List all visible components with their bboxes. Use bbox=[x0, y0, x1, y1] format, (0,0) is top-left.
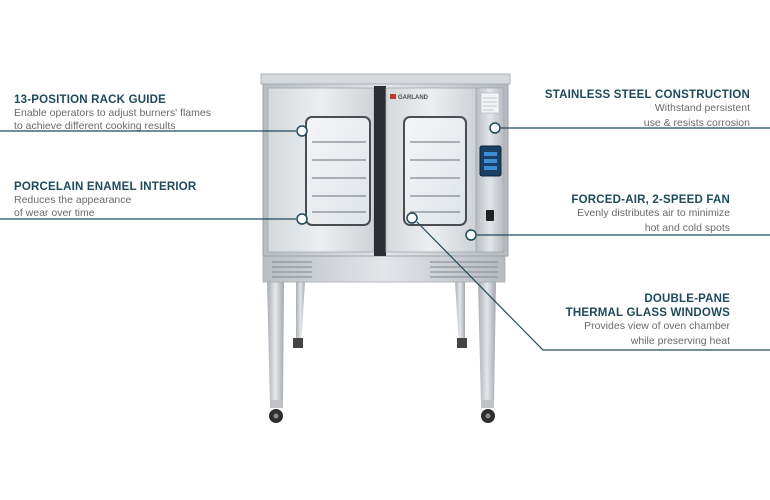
glass-desc-line1: Provides view of oven chamber bbox=[584, 320, 730, 332]
feature-stainless: STAINLESS STEEL CONSTRUCTION Withstand p… bbox=[545, 89, 750, 130]
stainless-marker bbox=[489, 122, 501, 134]
front-right-leg bbox=[478, 282, 496, 405]
glass-title-line1: DOUBLE-PANE bbox=[644, 293, 730, 305]
glass-title-line2: THERMAL GLASS WINDOWS bbox=[565, 307, 730, 319]
porcelain-marker bbox=[296, 213, 308, 225]
brand-logo: GARLAND bbox=[398, 95, 429, 101]
left-oven-racks bbox=[312, 141, 366, 213]
stainless-desc-line1: Withstand persistent bbox=[654, 102, 750, 114]
right-vent bbox=[430, 261, 498, 278]
front-left-foot bbox=[270, 400, 283, 408]
rack-guide-marker bbox=[296, 125, 308, 137]
oven-top bbox=[260, 73, 511, 85]
fan-marker bbox=[465, 229, 477, 241]
front-left-leg bbox=[267, 282, 284, 405]
rack-guide-desc-line1: Enable operators to adjust burners' flam… bbox=[14, 107, 211, 119]
control-panel bbox=[475, 87, 505, 253]
back-left-leg bbox=[296, 282, 305, 345]
feature-porcelain: PORCELAIN ENAMEL INTERIOR Reduces the ap… bbox=[14, 181, 196, 220]
callout-lines bbox=[0, 127, 770, 351]
stainless-desc-line2: use & resists corrosion bbox=[643, 117, 750, 129]
feature-glass: DOUBLE-PANE THERMAL GLASS WINDOWS Provid… bbox=[566, 293, 730, 348]
porcelain-title: PORCELAIN ENAMEL INTERIOR bbox=[14, 181, 197, 193]
front-right-foot bbox=[481, 400, 494, 408]
fan-title: FORCED-AIR, 2-SPEED FAN bbox=[571, 194, 730, 206]
base-skirt bbox=[262, 253, 506, 283]
glass-marker bbox=[406, 212, 418, 224]
back-right-caster bbox=[457, 338, 467, 348]
right-door: GARLAND bbox=[385, 87, 477, 253]
left-door bbox=[267, 87, 375, 253]
door-handle[interactable] bbox=[374, 86, 386, 256]
back-right-leg bbox=[455, 282, 465, 345]
feature-rack-guide: 13-POSITION RACK GUIDE Enable operators … bbox=[14, 94, 211, 133]
right-door-window bbox=[403, 116, 467, 226]
rack-guide-title: 13-POSITION RACK GUIDE bbox=[14, 94, 167, 106]
porcelain-desc-line1: Reduces the appearance bbox=[14, 194, 132, 206]
fan-desc-line1: Evenly distributes air to minimize bbox=[577, 207, 730, 219]
right-oven-racks bbox=[410, 141, 460, 213]
legs bbox=[267, 282, 496, 423]
glass-desc-line2: while preserving heat bbox=[630, 335, 730, 347]
feature-fan: FORCED-AIR, 2-SPEED FAN Evenly distribut… bbox=[571, 194, 730, 235]
stainless-title: STAINLESS STEEL CONSTRUCTION bbox=[544, 89, 750, 101]
fan-desc-line2: hot and cold spots bbox=[644, 222, 730, 234]
left-door-window bbox=[305, 116, 371, 226]
rack-guide-desc-line2: to achieve different cooking results bbox=[14, 120, 176, 132]
left-vent bbox=[272, 261, 312, 278]
porcelain-desc-line2: of wear over time bbox=[14, 207, 95, 219]
callout-markers bbox=[296, 122, 501, 241]
brand-logo-mark bbox=[390, 94, 396, 99]
glass-line bbox=[416, 221, 770, 351]
power-switch[interactable] bbox=[486, 210, 494, 221]
back-left-caster bbox=[293, 338, 303, 348]
